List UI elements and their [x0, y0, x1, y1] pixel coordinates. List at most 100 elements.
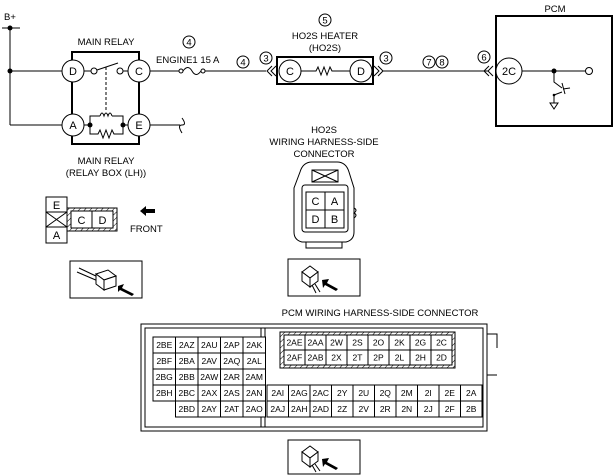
- main-relay-title: MAIN RELAY: [78, 37, 136, 48]
- relay-pin-d: D: [69, 66, 77, 78]
- pcm-lower-pin: 2Q: [380, 388, 392, 398]
- pcm-left-pin: 2AS: [224, 388, 240, 398]
- front-arrow-icon: [140, 206, 155, 216]
- relay-conn-pin-e: E: [53, 200, 60, 212]
- pcm-lower-pin: 2AC: [312, 388, 329, 398]
- fuse-label: ENGINE1 15 A: [156, 55, 220, 66]
- wire-ref-6: 6: [481, 53, 486, 64]
- relay-pin-e: E: [135, 120, 142, 132]
- pcm-pin-2c: 2C: [502, 66, 516, 78]
- b-plus-label: B+: [4, 12, 16, 23]
- pcm-lower-pin: 2J: [424, 404, 433, 414]
- ho2s-conn-title-1: HO2S: [311, 125, 337, 136]
- pcm-lower-pin: 2N: [401, 404, 412, 414]
- pcm-left-pin: 2AK: [246, 340, 262, 350]
- main-relay: MAIN RELAY D C A E MAIN RELAY (RELAY BOX…: [61, 37, 185, 179]
- pcm-left-pin: 2AQ: [223, 356, 240, 366]
- pcm-upper-pin: 2W: [330, 338, 343, 348]
- b-plus-supply: B+: [2, 12, 62, 126]
- pcm-lower-pin: 2AI: [271, 388, 284, 398]
- heater-pin-c: C: [286, 66, 294, 78]
- heater-title-2: (HO2S): [309, 43, 341, 54]
- relay-conn-pin-c: C: [78, 215, 86, 227]
- pcm-lower-pin: 2I: [425, 388, 432, 398]
- pcm-lower-pin: 2U: [358, 388, 369, 398]
- connector-view-icon: [69, 260, 143, 299]
- ho2s-view-icon: [287, 258, 361, 297]
- wire-ref-3-out: 3: [383, 54, 388, 65]
- pcm-upper-pin: 2X: [331, 353, 342, 363]
- relay-connector: E A C D FRONT: [45, 196, 163, 299]
- main-relay-caption-1: MAIN RELAY: [78, 156, 136, 167]
- pcm-upper-pin: 2D: [436, 353, 447, 363]
- relay-conn-pin-d: D: [99, 215, 107, 227]
- pcm-left-pin: 2BA: [179, 356, 195, 366]
- pcm-lower-pin: 2AH: [291, 404, 308, 414]
- main-relay-caption-2: (RELAY BOX (LH)): [66, 168, 146, 179]
- fuse-ref: 4: [186, 38, 191, 49]
- pcm-left-pin: 2AW: [200, 372, 218, 382]
- pcm-left-pin: 2AY: [202, 404, 218, 414]
- pcm-left-pin: 2AN: [246, 388, 263, 398]
- pcm-left-pin: 2BH: [156, 388, 173, 398]
- pcm-left-pin: 2BF: [156, 356, 172, 366]
- pcm-lower-pin: 2AG: [291, 388, 308, 398]
- wire-ref-3-in: 3: [263, 54, 268, 65]
- pcm-upper-pin: 2L: [395, 353, 405, 363]
- pcm-lower-pin: 2V: [359, 404, 370, 414]
- heater-title-1: HO2S HEATER: [292, 31, 358, 42]
- pcm-lower-pin: 2M: [401, 388, 413, 398]
- wire-ref-4: 4: [240, 58, 245, 69]
- pcm-upper-pin: 2H: [415, 353, 426, 363]
- pcm-module: PCM 2C: [495, 4, 613, 127]
- ho2s-heater: 5 HO2S HEATER (HO2S) 3 C D 3 7 8 6: [259, 13, 494, 85]
- heater-ref: 5: [322, 16, 327, 27]
- pcm-left-pin: 2BE: [156, 340, 172, 350]
- pcm-lower-pin: 2AD: [312, 404, 329, 414]
- pcm-lower-pin: 2A: [466, 388, 477, 398]
- pcm-lower-pin: 2R: [380, 404, 391, 414]
- ho2s-pin-a: A: [331, 196, 339, 208]
- pcm-lower-cell-box: [460, 400, 483, 418]
- relay-pin-a: A: [69, 120, 77, 132]
- pcm-upper-pin: 2S: [352, 338, 363, 348]
- pcm-lower-pin: 2AJ: [270, 404, 285, 414]
- pcm-left-cell-box: [242, 400, 266, 418]
- pcm-upper-pin: 2C: [436, 338, 447, 348]
- relay-pin-c: C: [135, 66, 143, 78]
- pcm-left-pin: 2AU: [201, 340, 218, 350]
- front-label: FRONT: [130, 224, 163, 235]
- ho2s-conn-title-3: CONNECTOR: [293, 149, 354, 160]
- pcm-upper-cell-box: [430, 349, 453, 366]
- pcm-left-pin: 2AO: [246, 404, 263, 414]
- ho2s-pin-d: D: [312, 214, 320, 226]
- pcm-lower-pin: 2Y: [337, 388, 348, 398]
- pcm-upper-pin: 2AA: [307, 338, 323, 348]
- wire-ref-7: 7: [426, 58, 431, 69]
- pcm-lower-pin: 2Z: [337, 404, 347, 414]
- pcm-left-pin: 2AX: [201, 388, 217, 398]
- pcm-left-pin: 2AT: [224, 404, 239, 414]
- wire-ref-8: 8: [439, 58, 444, 69]
- pcm-left-pin: 2AL: [247, 356, 262, 366]
- pcm-left-pin: 2BC: [178, 388, 195, 398]
- pcm-upper-pin: 2AF: [287, 353, 303, 363]
- ho2s-conn-title-2: WIRING HARNESS-SIDE: [269, 137, 378, 148]
- ho2s-pin-b: B: [331, 214, 338, 226]
- pcm-lower-pin: 2F: [445, 404, 455, 414]
- pcm-conn-title: PCM WIRING HARNESS-SIDE CONNECTOR: [282, 308, 479, 319]
- pcm-upper-pin: 2T: [353, 353, 363, 363]
- pcm-left-pin: 2AP: [224, 340, 240, 350]
- pcm-title: PCM: [544, 4, 565, 15]
- ho2s-pin-c: C: [312, 196, 320, 208]
- heater-pin-d: D: [357, 66, 365, 78]
- pcm-left-pin: 2AV: [202, 356, 218, 366]
- pcm-upper-pin: 2AB: [307, 353, 323, 363]
- pcm-upper-pin: 2K: [394, 338, 405, 348]
- pcm-lower-pin: 2E: [445, 388, 456, 398]
- pcm-upper-pin: 2P: [373, 353, 384, 363]
- pcm-left-pin: 2AM: [246, 372, 263, 382]
- pcm-upper-pin: 2G: [415, 338, 426, 348]
- ho2s-connector: HO2S WIRING HARNESS-SIDE CONNECTOR C A D…: [269, 125, 379, 297]
